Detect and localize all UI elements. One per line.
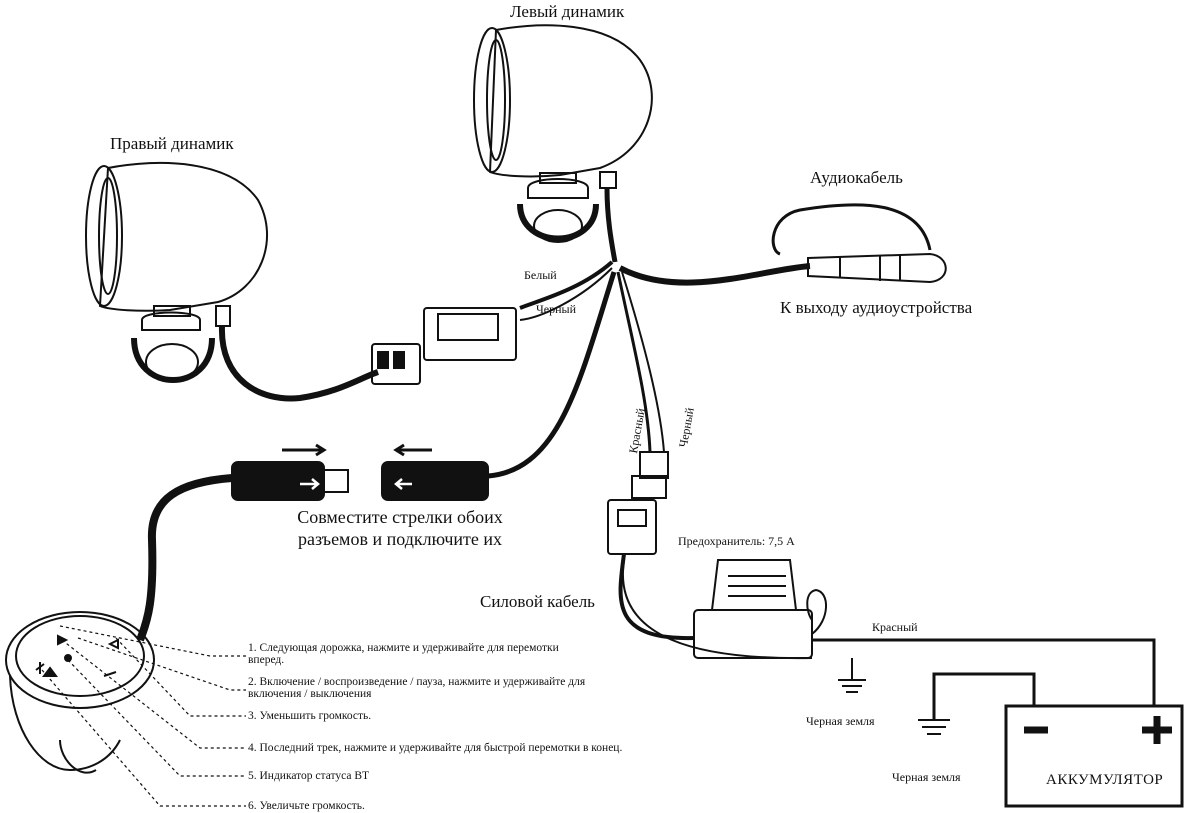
ground-label-2: Черная земля — [892, 770, 961, 784]
legend-item-1-cont: вперед. — [248, 654, 285, 666]
legend-item-4: 4. Последний трек, нажмите и удерживайте… — [248, 742, 623, 754]
align-caption: Совместите стрелки обоих разъемов и подк… — [270, 506, 530, 550]
battery — [1004, 704, 1184, 808]
align-caption-line1: Совместите стрелки обоих — [297, 507, 503, 527]
fuse-label: Предохранитель: 7,5 А — [678, 534, 795, 548]
legend-item-3: 3. Уменьшить громкость. — [248, 710, 372, 722]
right-speaker-label: Правый динамик — [110, 134, 234, 153]
white-wire-label: Белый — [524, 268, 557, 282]
audio-cable-label: Аудиокабель — [810, 168, 903, 187]
remote-controller — [5, 611, 155, 774]
legend-item-2-cont: включения / выключения — [248, 688, 372, 700]
ground-symbol-1 — [838, 679, 866, 693]
black-wire-label: Черный — [536, 302, 577, 316]
audio-out-label: К выходу аудиоустройства — [780, 298, 973, 317]
audio-plug — [771, 203, 947, 284]
legend-item-2: 2. Включение / воспроизведение / пауза, … — [248, 676, 586, 688]
right-speaker — [85, 161, 268, 383]
red-wire-label: Красный — [872, 620, 918, 634]
ground-symbol-2 — [918, 719, 950, 735]
fuse-holder — [693, 559, 828, 659]
left-speaker — [473, 24, 653, 243]
power-connectors — [607, 451, 669, 555]
ground-label-1: Черная земля — [806, 714, 875, 728]
legend-leaders — [41, 625, 246, 807]
legend-item-1: 1. Следующая дорожка, нажмите и удержива… — [248, 642, 559, 654]
left-speaker-label: Левый динамик — [510, 2, 625, 21]
legend-item-6: 6. Увеличьте громкость. — [248, 800, 365, 812]
speaker-inline-connector — [371, 307, 517, 385]
legend-item-5: 5. Индикатор статуса BT — [248, 770, 370, 782]
controller-plugs — [231, 443, 489, 501]
align-caption-line2: разъемов и подключите их — [297, 529, 503, 549]
cables — [136, 187, 1156, 720]
power-cable-label: Силовой кабель — [480, 592, 595, 611]
battery-label: АККУМУЛЯТОР — [1046, 772, 1164, 788]
